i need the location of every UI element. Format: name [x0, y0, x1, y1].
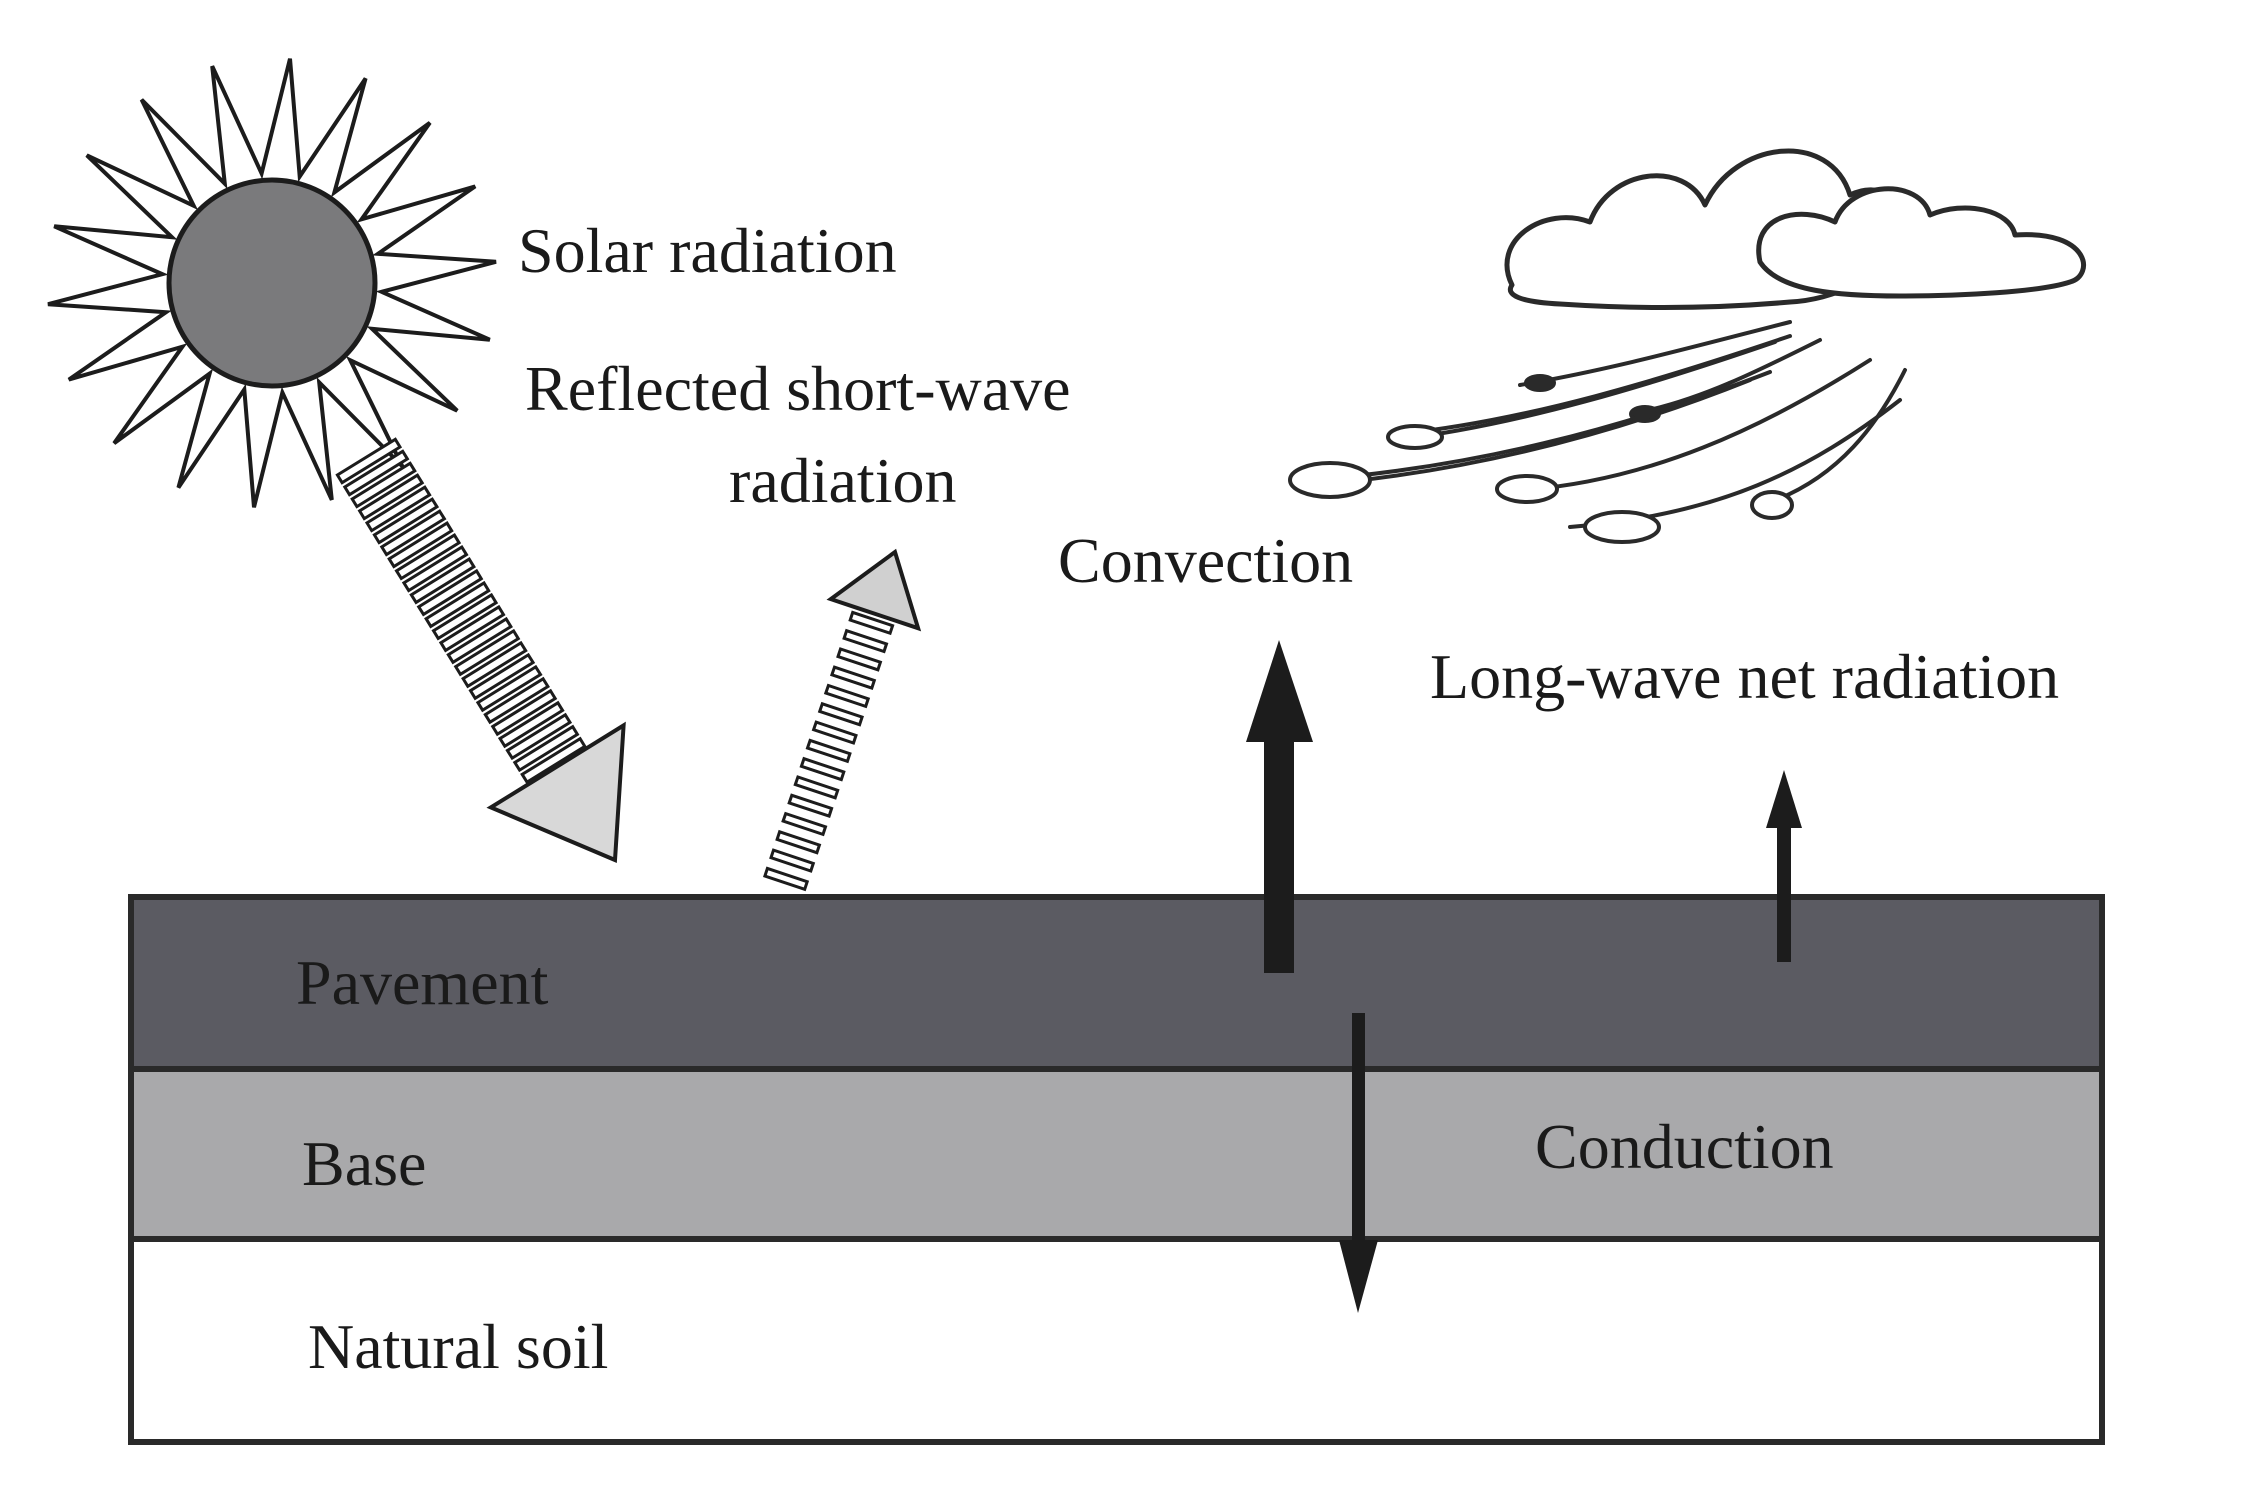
arrow-stripe — [769, 848, 816, 873]
arrow-stripe — [409, 557, 476, 605]
arrow-stripe — [342, 449, 410, 497]
pavement-layer — [128, 894, 2105, 1072]
arrow-stripe — [401, 545, 469, 593]
arrow-stripe — [490, 688, 558, 737]
arrow-stripe — [829, 665, 877, 690]
arrow-stripe — [817, 701, 864, 727]
arrow-stripe — [505, 712, 573, 761]
base-label: Base — [302, 1128, 426, 1199]
convection-label: Convection — [1058, 525, 1353, 596]
arrow-stripe — [512, 724, 580, 773]
arrow-stripe — [836, 647, 883, 672]
natural-soil-layer — [128, 1236, 2105, 1445]
arrow-stripe — [799, 756, 846, 782]
arrow-stripe — [350, 461, 417, 509]
arrow-head — [826, 548, 922, 632]
arrow-stripe — [372, 497, 440, 545]
natural-soil-label: Natural soil — [308, 1311, 608, 1382]
arrow-stripe — [483, 676, 550, 725]
convection-arrow — [1246, 640, 1313, 973]
arrow-stripe — [461, 640, 528, 689]
arrow-stripe — [357, 473, 425, 521]
wind-streaks — [1298, 320, 1907, 529]
cloud-icon — [1504, 148, 2086, 310]
reflected-radiation-arrow — [763, 548, 922, 892]
solar-radiation-label: Solar radiation — [518, 215, 897, 286]
arrow-stripe — [793, 775, 840, 800]
arrow-stripe — [424, 580, 491, 629]
sun-disc — [166, 177, 378, 389]
longwave-radiation-arrow — [1766, 770, 1802, 962]
arrow-stripe — [475, 664, 543, 713]
arrow-stripe — [787, 793, 834, 818]
arrow-stripe — [394, 533, 462, 581]
pavement-label: Pavement — [296, 947, 549, 1018]
reflected-radiation-label-line1: Reflected short-wave — [525, 353, 1071, 424]
longwave-radiation-label: Long-wave net radiation — [1430, 641, 2059, 712]
sun-icon — [47, 58, 497, 508]
arrow-stripe — [446, 616, 513, 665]
arrow-stripe — [520, 736, 587, 785]
ground-layers — [128, 894, 2105, 1445]
arrow-head — [486, 721, 626, 863]
arrow-stripe — [387, 521, 454, 569]
base-layer — [128, 1066, 2105, 1242]
arrow-stripe — [763, 866, 810, 892]
arrow-stripe — [438, 604, 506, 653]
arrow-stripe — [781, 811, 828, 837]
arrow-stripe — [811, 720, 858, 745]
reflected-radiation-label-line2: radiation — [729, 445, 956, 516]
arrow-stripe — [416, 568, 484, 617]
arrow-stripe — [497, 700, 565, 749]
arrow-stripe — [775, 829, 822, 855]
arrow-stripe — [848, 610, 895, 636]
arrow-stripe — [379, 509, 447, 557]
conduction-arrow — [1339, 1013, 1378, 1313]
arrow-stripe — [431, 592, 499, 641]
solar-radiation-arrow — [335, 437, 626, 863]
wind-eddies — [1288, 374, 1794, 544]
arrow-stripe — [805, 738, 852, 764]
arrow-stripe — [335, 437, 403, 485]
arrow-stripe — [468, 652, 536, 701]
arrow-stripe — [364, 485, 432, 533]
arrow-stripe — [823, 683, 871, 709]
arrow-stripe — [842, 628, 889, 654]
arrow-stripe — [453, 628, 521, 677]
conduction-label: Conduction — [1535, 1111, 1834, 1182]
